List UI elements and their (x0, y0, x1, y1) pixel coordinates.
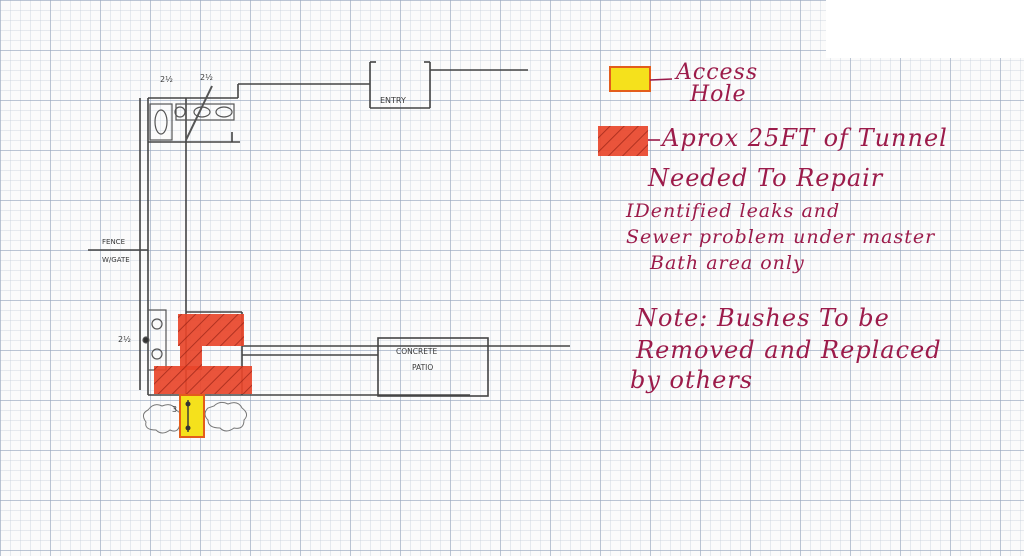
access-hole-swatch (609, 66, 651, 92)
identified-note-line3: Bath area only (650, 252, 805, 274)
entry-label: ENTRY (380, 96, 406, 105)
access-hole-label-2: Hole (690, 82, 747, 107)
pipe-size-top-left: 2½ (160, 75, 173, 84)
fence-gate-label: W/GATE (102, 256, 130, 264)
access-hole-label: Access (676, 60, 759, 85)
identified-note-line1: IDentified leaks and (626, 200, 841, 222)
legend-swatches (598, 66, 673, 156)
fence-label: FENCE (102, 238, 125, 246)
bushes-note-line1: Note: Bushes To be (636, 304, 890, 332)
bushes-note-line2: Removed and Replaced (636, 336, 942, 364)
bath-fixtures (142, 85, 235, 371)
patio-label-2: PATIO (412, 363, 433, 372)
tunnel-repair-area (154, 314, 252, 394)
tunnel-label: Aprox 25FT of Tunnel (662, 124, 948, 152)
identified-note-line2: Sewer problem under master (626, 226, 936, 248)
patio-label: CONCRETE (396, 347, 438, 356)
bushes (142, 401, 248, 434)
house-walls (88, 61, 570, 397)
pipe-size-left: 2½ (118, 335, 131, 344)
tunnel-label-2: Needed To Repair (648, 164, 884, 192)
pipe-size-access: 3 (172, 405, 177, 414)
pipe-size-top-right: 2½ (200, 73, 213, 82)
blank-corner (826, 0, 1024, 58)
bushes-note-line3: by others (630, 366, 754, 394)
access-hole-area (179, 394, 205, 438)
